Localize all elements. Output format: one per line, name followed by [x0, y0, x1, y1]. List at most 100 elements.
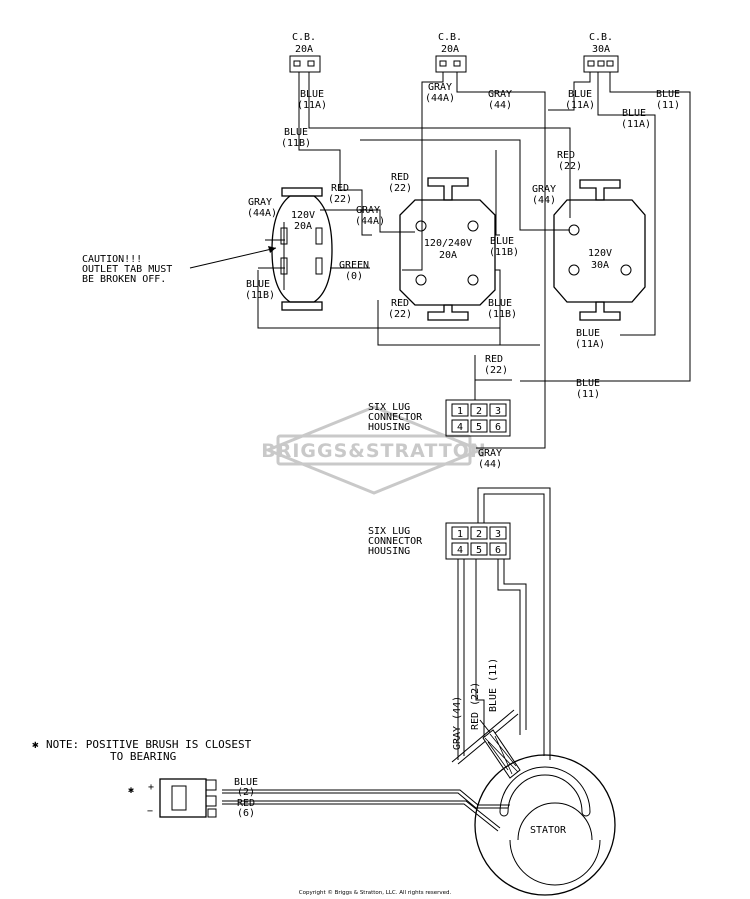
wire-label: BLUE: [284, 127, 308, 138]
wire-label: (11): [576, 389, 600, 400]
breaker-2-title: C.B.: [438, 32, 462, 43]
wire-label: (44): [488, 100, 512, 111]
wire-label: (11): [656, 100, 680, 111]
stator: STATOR: [451, 709, 616, 896]
wire-label: BLUE: [622, 108, 646, 119]
wire-label: RED: [557, 150, 575, 161]
breaker-3-title: C.B.: [589, 32, 613, 43]
lug-number: 2: [476, 529, 482, 540]
wire-label: BLUE: [568, 89, 592, 100]
duplex-voltage: 120V: [291, 210, 315, 221]
wire-label: (44): [478, 459, 502, 470]
breaker-2-rating: 20A: [441, 44, 459, 55]
connector-lower-label-2: CONNECTOR: [368, 536, 423, 547]
wire-label: (11B): [487, 309, 517, 320]
lug-number: 4: [457, 545, 463, 556]
connector-lower-label-3: HOUSING: [368, 546, 410, 557]
wire-label: (0): [345, 271, 363, 282]
wire-label: (11A): [297, 100, 327, 111]
wire-label: (11A): [565, 100, 595, 111]
lug-number: 1: [457, 406, 463, 417]
wire-label: (11B): [245, 290, 275, 301]
brush-wire-label: (6): [237, 808, 255, 819]
breaker-1: C.B. 20A: [289, 32, 321, 73]
lug-number: 3: [495, 529, 501, 540]
breaker-1-title: C.B.: [292, 32, 316, 43]
lug-number: 6: [495, 422, 501, 433]
stator-leads: GRAY (44) RED (22) BLUE (11): [452, 487, 551, 760]
stator-label: STATOR: [530, 825, 567, 836]
brush-assembly: ✱ + − BLUE (2) RED (6): [128, 777, 510, 832]
wire-label: (22): [484, 365, 508, 376]
brush-positive-sign: +: [148, 782, 154, 793]
lug-number: 1: [457, 529, 463, 540]
note-line-1: NOTE: POSITIVE BRUSH IS CLOSEST: [46, 738, 252, 751]
wire-label: (11B): [281, 138, 311, 149]
watermark-logo: BRIGGS&STRATTON: [261, 405, 486, 495]
connector-lower-label-1: SIX LUG: [368, 526, 410, 537]
wire-label: (22): [328, 194, 352, 205]
breaker-1-rating: 20A: [295, 44, 313, 55]
wire-label: (44A): [247, 208, 277, 219]
twistlock-30a-outlet: 120V 30A: [553, 179, 646, 321]
stator-blue-label: BLUE (11): [488, 658, 499, 712]
wire-label: RED: [391, 172, 409, 183]
duplex-amperage: 20A: [294, 221, 312, 232]
caution-callout: CAUTION!!! OUTLET TAB MUST BE BROKEN OFF…: [82, 246, 277, 285]
stator-red-label: RED (22): [470, 682, 481, 730]
caution-line-2: OUTLET TAB MUST: [82, 264, 172, 275]
brush-marker: ✱: [128, 785, 134, 796]
wire-label: BLUE: [576, 328, 600, 339]
connector-upper: SIX LUG CONNECTOR HOUSING 1 2 3 4 5 6: [368, 399, 511, 437]
connector-upper-label-3: HOUSING: [368, 422, 410, 433]
wire-label: (11B): [489, 247, 519, 258]
twist30-voltage: 120V: [588, 248, 612, 259]
brush-wire-label: BLUE: [234, 777, 258, 788]
brush-note: ✱ NOTE: POSITIVE BRUSH IS CLOSEST TO BEA…: [32, 738, 252, 763]
caution-line-3: BE BROKEN OFF.: [82, 274, 166, 285]
connector-lower: SIX LUG CONNECTOR HOUSING 1 2 3 4 5 6: [368, 522, 511, 560]
wire-label: (44): [532, 195, 556, 206]
wire-label: RED: [331, 183, 349, 194]
wire-label: (22): [388, 309, 412, 320]
breaker-2: C.B. 20A: [435, 32, 467, 73]
breaker-3: C.B. 30A: [583, 32, 619, 73]
lug-number: 2: [476, 406, 482, 417]
upper-wiring: [257, 72, 691, 449]
wire-label: BLUE: [490, 236, 514, 247]
wire-label: GREEN: [339, 260, 369, 271]
lug-number: 5: [476, 422, 482, 433]
twist30-amperage: 30A: [591, 260, 609, 271]
wire-label: GRAY: [488, 89, 512, 100]
wire-label: RED: [485, 354, 503, 365]
wire-label: BLUE: [300, 89, 324, 100]
wire-label: BLUE: [656, 89, 680, 100]
wire-label: BLUE: [246, 279, 270, 290]
caution-line-1: CAUTION!!!: [82, 254, 142, 265]
note-line-2: TO BEARING: [110, 750, 176, 763]
wire-label: GRAY: [356, 205, 380, 216]
wire-label: (22): [558, 161, 582, 172]
brush-wire-label: (2): [237, 787, 255, 798]
lug-number: 6: [495, 545, 501, 556]
lug-number: 4: [457, 422, 463, 433]
wire-label: (22): [388, 183, 412, 194]
brush-wire-label: RED: [237, 798, 255, 809]
twist240-voltage: 120/240V: [424, 238, 472, 249]
connector-upper-label-2: CONNECTOR: [368, 412, 423, 423]
wire-label: (11A): [621, 119, 651, 130]
note-marker: ✱: [32, 738, 39, 751]
wire-label: BLUE: [576, 378, 600, 389]
twist240-amperage: 20A: [439, 250, 457, 261]
wire-label: (44A): [355, 216, 385, 227]
wire-label: GRAY: [248, 197, 272, 208]
twistlock-240v-outlet: 120/240V 20A: [399, 177, 496, 321]
wire-label: (11A): [575, 339, 605, 350]
stator-gray-label: GRAY (44): [452, 696, 463, 750]
copyright-text: Copyright © Briggs & Stratton, LLC. All …: [299, 889, 452, 896]
breaker-3-rating: 30A: [592, 44, 610, 55]
wire-label: GRAY: [478, 448, 502, 459]
wire-label: GRAY: [532, 184, 556, 195]
brush-negative-sign: −: [147, 806, 153, 817]
